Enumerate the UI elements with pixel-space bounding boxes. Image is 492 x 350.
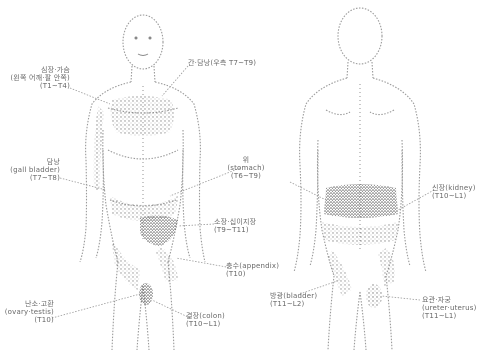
label-kidney: 신장(kidney) (T10~L1)	[432, 184, 476, 200]
label-bladder: 방광(bladder) (T11~L2)	[270, 292, 317, 308]
label-kidney-line1: 신장(kidney)	[432, 184, 476, 192]
label-small-intestine: 소장·십이지장 (T9~T11)	[214, 218, 256, 234]
label-heart-line1: 심장·가슴	[8, 66, 70, 74]
label-heart-line3: (T1~T4)	[8, 82, 70, 90]
label-colon-line1: 결장(colon)	[186, 312, 225, 320]
label-ovary-line1: 난소·고환	[4, 300, 54, 308]
label-stomach: 위 (stomach) (T6~T9)	[226, 156, 266, 180]
label-stomach-line1: 위	[226, 156, 266, 164]
label-liver-gallbladder-line1: 간·담낭(우측 T7~T9)	[188, 59, 256, 67]
label-liver-gallbladder: 간·담낭(우측 T7~T9)	[188, 59, 256, 67]
label-small-intestine-line2: (T9~T11)	[214, 226, 256, 234]
label-ovary-line3: (T10)	[4, 316, 54, 324]
label-appendix-line1: 충수(appendix)	[226, 262, 279, 270]
label-ovary-line2: (ovary·testis)	[4, 308, 54, 316]
label-kidney-line2: (T10~L1)	[432, 192, 476, 200]
label-ureter-line2: (ureter·uterus)	[422, 304, 477, 312]
label-stomach-line2: (stomach)	[226, 164, 266, 172]
label-heart: 심장·가슴 (왼쪽 어깨·팔 안쪽) (T1~T4)	[8, 66, 70, 90]
label-heart-line2: (왼쪽 어깨·팔 안쪽)	[8, 74, 70, 82]
label-bladder-line1: 방광(bladder)	[270, 292, 317, 300]
label-gallbladder-line3: (T7~T8)	[2, 174, 60, 182]
label-bladder-line2: (T11~L2)	[270, 300, 317, 308]
label-colon-line2: (T10~L1)	[186, 320, 225, 328]
front-pain-regions	[94, 96, 179, 305]
back-pain-regions	[322, 184, 398, 308]
label-small-intestine-line1: 소장·십이지장	[214, 218, 256, 226]
label-ureter: 요관·자궁 (ureter·uterus) (T11~L1)	[422, 296, 477, 320]
label-gallbladder: 담낭 (gall bladder) (T7~T8)	[2, 158, 60, 182]
label-colon: 결장(colon) (T10~L1)	[186, 312, 225, 328]
front-face	[135, 37, 152, 56]
label-ureter-line3: (T11~L1)	[422, 312, 477, 320]
label-appendix: 충수(appendix) (T10)	[226, 262, 279, 278]
label-appendix-line2: (T10)	[226, 270, 279, 278]
label-gallbladder-line2: (gall bladder)	[2, 166, 60, 174]
label-ureter-line1: 요관·자궁	[422, 296, 477, 304]
label-gallbladder-line1: 담낭	[2, 158, 60, 166]
label-ovary: 난소·고환 (ovary·testis) (T10)	[4, 300, 54, 324]
label-stomach-line3: (T6~T9)	[226, 172, 266, 180]
